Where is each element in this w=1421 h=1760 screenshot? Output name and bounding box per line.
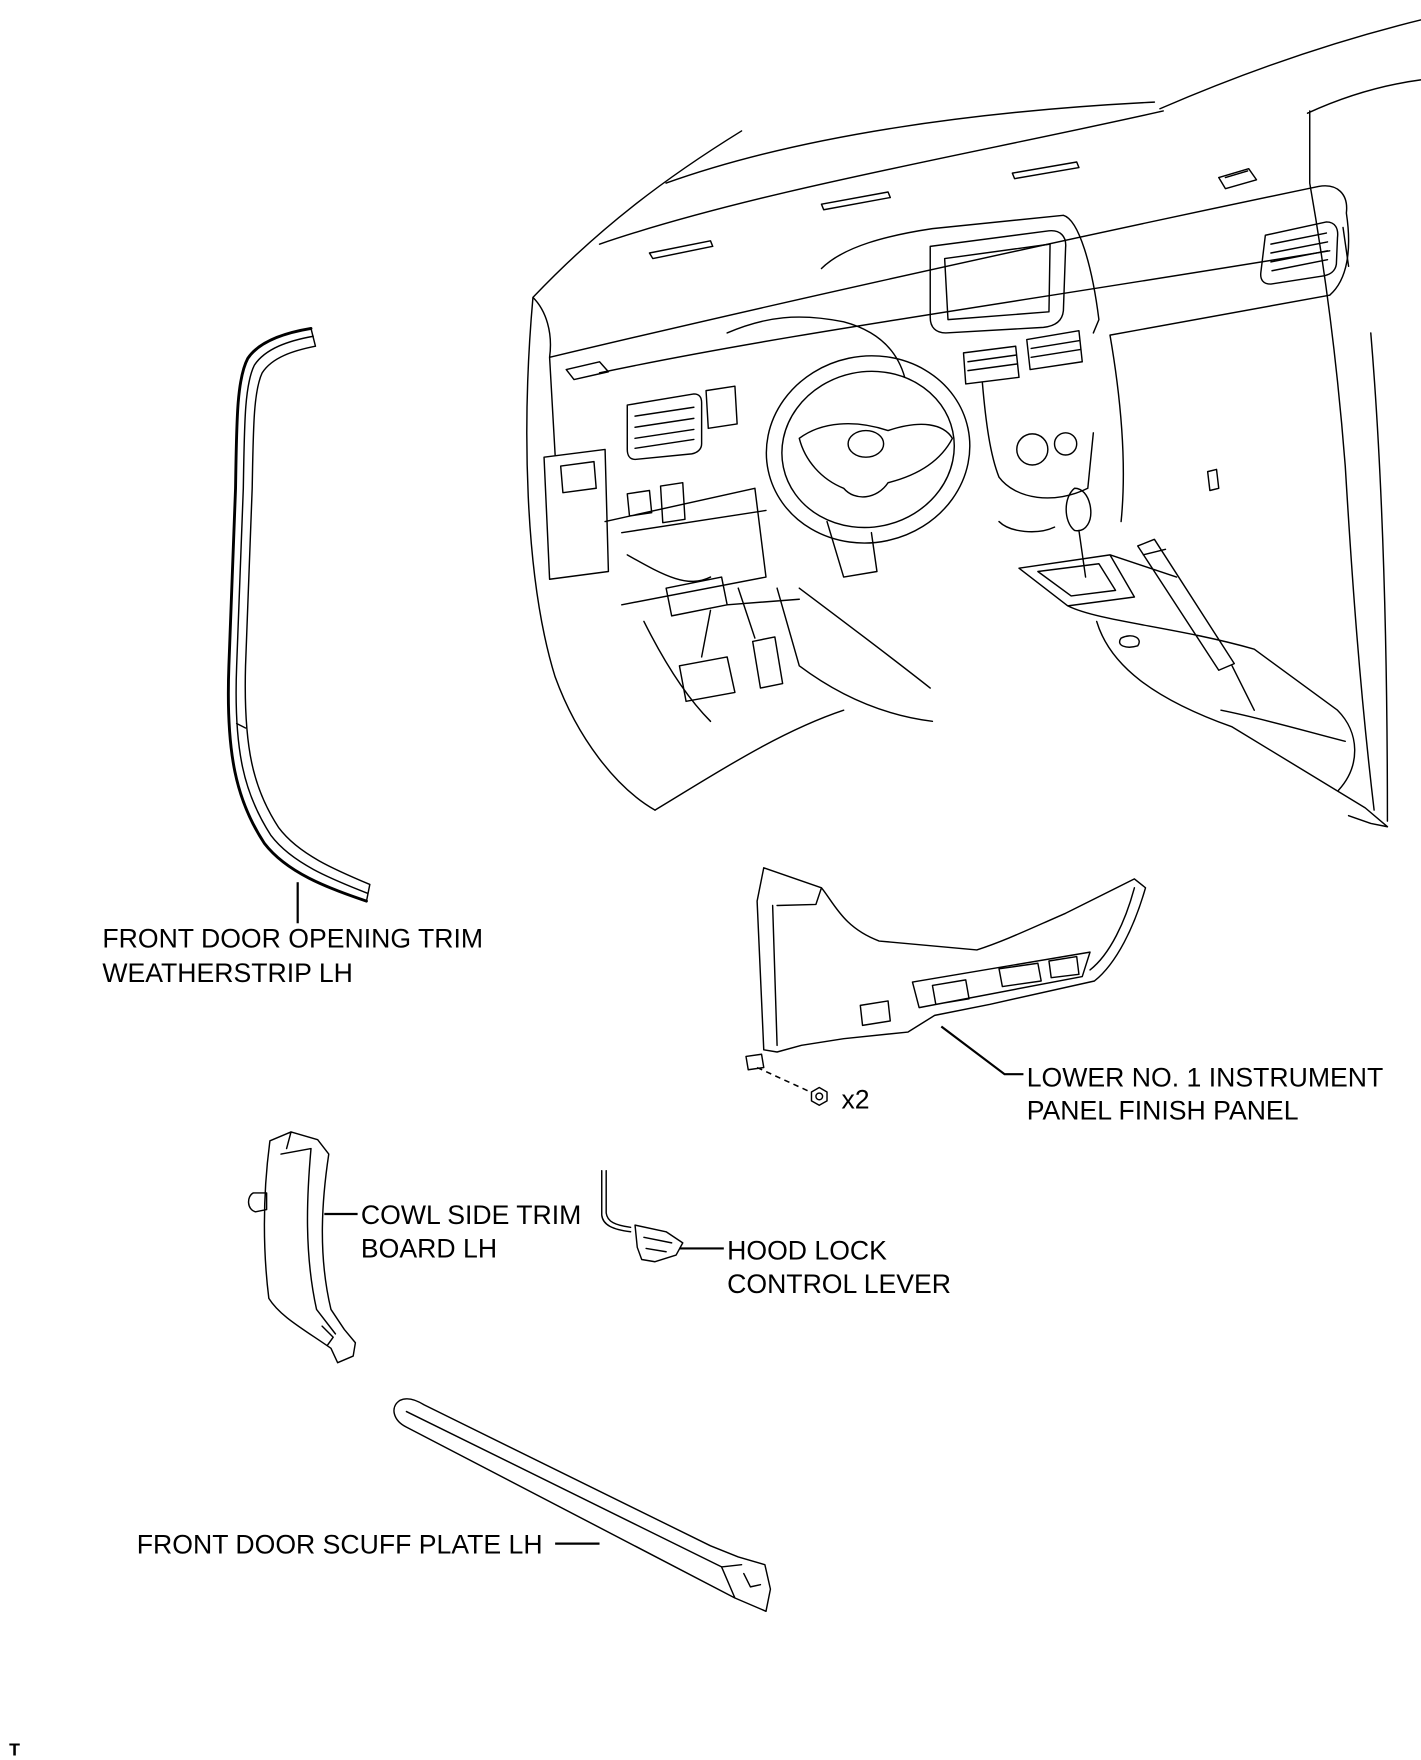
- hood-lock-label-line2: CONTROL LEVER: [727, 1269, 951, 1299]
- weatherstrip-part: [226, 327, 371, 924]
- weatherstrip-outer-edge: [226, 327, 368, 903]
- finish-panel-label-line2: PANEL FINISH PANEL: [1027, 1096, 1299, 1126]
- pedals: [654, 587, 934, 811]
- air-vents: [626, 221, 1350, 461]
- front-door-scuff-plate-part: [393, 1398, 772, 1613]
- lower-instrument-panel-finish-panel-part: [745, 867, 1147, 1106]
- dashboard-body-outline: [526, 19, 1421, 822]
- finish-panel-label-line1: LOWER NO. 1 INSTRUMENT: [1027, 1062, 1384, 1092]
- finish-panel-body: [745, 867, 1147, 1071]
- weatherstrip-body: [235, 327, 371, 902]
- center-display: [820, 214, 1100, 334]
- steering-wheel-rim-outer: [765, 355, 971, 544]
- cowl-trim-label-line1: COWL SIDE TRIM: [361, 1200, 581, 1230]
- center-stack: [981, 382, 1095, 533]
- scuff-plate-body: [393, 1398, 772, 1613]
- cowl-trim-label-line2: BOARD LH: [361, 1233, 497, 1263]
- steering-wheel: [765, 355, 971, 578]
- bolt-icon: [810, 1086, 828, 1106]
- steering-wheel-hub: [798, 422, 954, 578]
- weatherstrip-label-line2: WEATHERSTRIP LH: [102, 958, 353, 988]
- hood-lock-cable: [601, 1170, 632, 1233]
- steering-wheel-rim-inner: [781, 370, 955, 529]
- corner-mark: T: [9, 1740, 20, 1760]
- finish-panel-leader-line: [940, 1025, 1024, 1076]
- vehicle-interior-illustration: [526, 19, 1421, 828]
- bolt-quantity-label: x2: [841, 1085, 869, 1115]
- weatherstrip-label-line1: FRONT DOOR OPENING TRIM: [102, 924, 483, 954]
- cowl-trim-body: [247, 1131, 357, 1364]
- cowl-side-trim-board-part: [247, 1131, 358, 1364]
- center-console: [1018, 487, 1389, 828]
- hood-lock-control-lever-part: [601, 1170, 724, 1263]
- hood-lock-lever-body: [634, 1224, 684, 1263]
- hood-lock-label-line1: HOOD LOCK: [727, 1236, 887, 1266]
- scuff-plate-label: FRONT DOOR SCUFF PLATE LH: [137, 1530, 543, 1560]
- bolt-installation-line: [756, 1066, 811, 1093]
